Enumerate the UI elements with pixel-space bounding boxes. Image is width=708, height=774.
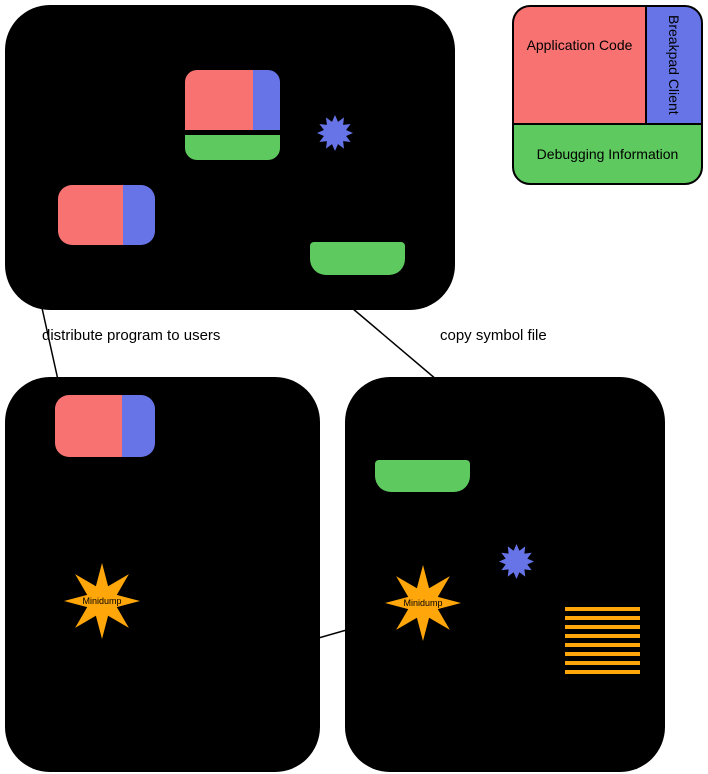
breakpad-client-shape: [253, 70, 280, 130]
breakpad-client-shape: [122, 395, 155, 457]
legend-debugging-information: Debugging Information: [514, 125, 701, 183]
edge-copy-symbol-label: copy symbol file: [440, 327, 547, 344]
program-with-debug-shape: [185, 70, 280, 160]
stripped-program-shape: [55, 395, 155, 457]
edge-distribute-label: distribute program to users: [42, 327, 221, 344]
breakpad-client-shape: [123, 185, 155, 245]
collector-machine-box: Minidump: [345, 377, 665, 772]
edge-copy-symbol-line: [351, 307, 438, 381]
starburst-icon: [499, 544, 534, 579]
application-code-shape: [58, 185, 123, 245]
legend-debugging-information-label: Debugging Information: [536, 146, 679, 162]
debugging-information-shape: [185, 135, 280, 160]
legend-application-code-label: Application Code: [526, 37, 633, 53]
application-code-shape: [185, 70, 253, 130]
edge-distribute-line: [41, 307, 59, 381]
minidump-star-shape: [385, 565, 461, 641]
stripped-program-shape: [58, 185, 155, 245]
legend: Application Code Breakpad Client Debuggi…: [512, 5, 703, 185]
stack-trace-lines-icon: [565, 607, 640, 674]
minidump-label: Minidump: [82, 595, 122, 606]
minidump-label: Minidump: [403, 597, 443, 608]
legend-application-code: Application Code: [514, 7, 645, 123]
legend-breakpad-client: Breakpad Client: [647, 7, 701, 123]
legend-breakpad-client-label: Breakpad Client: [666, 15, 682, 115]
customer-machine-box: Minidump: [5, 377, 320, 772]
starburst-icon: [317, 115, 353, 151]
minidump-star-shape: [64, 563, 140, 639]
application-code-shape: [55, 395, 122, 457]
symbol-file-shape: [375, 460, 470, 492]
minidump-star-icon: Minidump: [385, 565, 461, 641]
symbol-file-shape: [310, 242, 405, 275]
minidump-star-icon: Minidump: [64, 563, 140, 639]
build-machine-box: [5, 5, 455, 310]
